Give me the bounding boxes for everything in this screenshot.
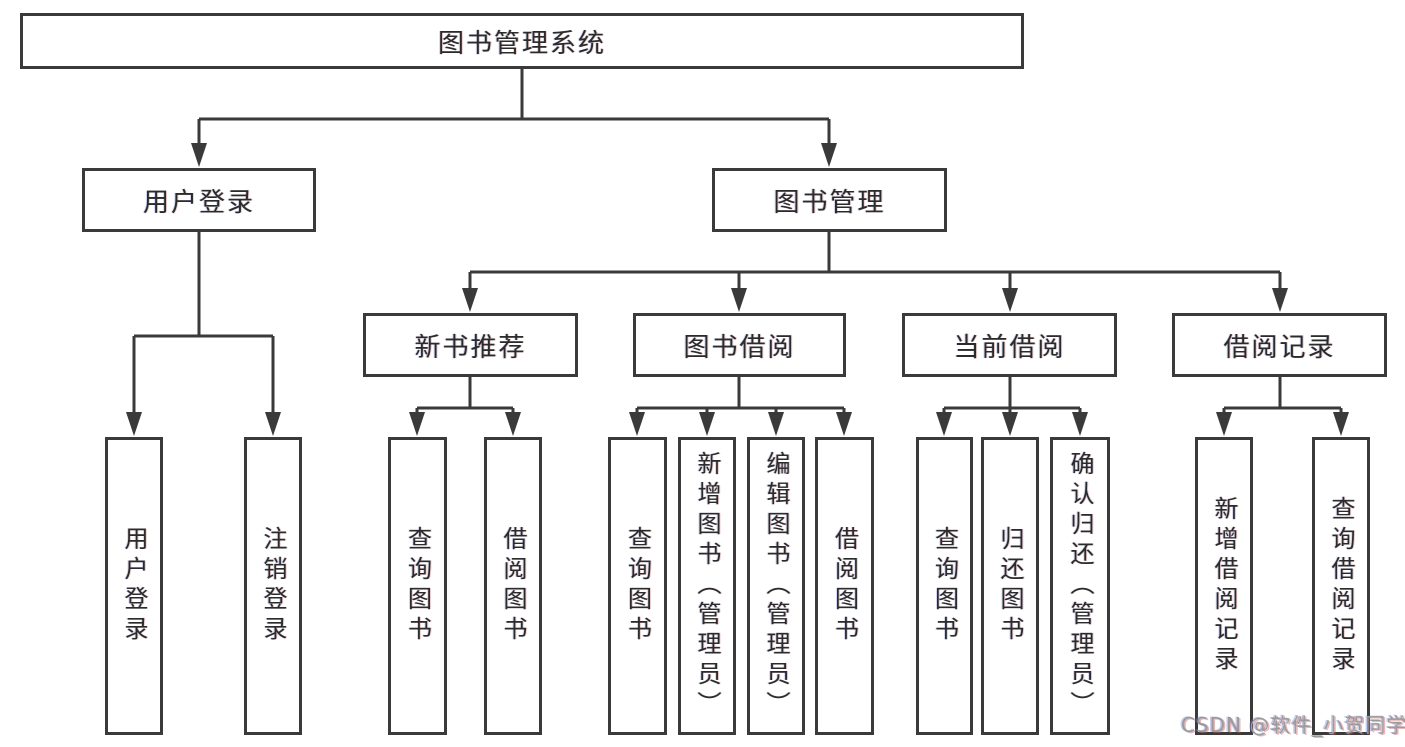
arrow-down-icon	[462, 288, 478, 312]
arrow-down-icon	[1333, 412, 1349, 436]
leaf-node-user-login: 用户登录	[105, 437, 163, 735]
leaf-node-query-books-current: 查询图书	[916, 437, 973, 735]
root-node-library-system: 图书管理系统	[20, 13, 1024, 69]
connector-new-book-group	[409, 377, 521, 436]
leaf-node-label: 用户登录	[120, 526, 148, 646]
leaf-node-add-borrow-record: 新增借阅记录	[1195, 437, 1253, 735]
leaf-node-label: 归还图书	[996, 526, 1024, 646]
arrow-down-icon	[821, 143, 837, 167]
connector-root-to-level2	[191, 69, 837, 167]
leaf-node-label: 借阅图书	[830, 526, 859, 646]
csdn-watermark: CSDN @软件_小贺同学	[1181, 713, 1405, 737]
connector-borrow-records-group	[1216, 377, 1349, 436]
module-node-book-borrow: 图书借阅	[633, 313, 846, 377]
leaf-node-edit-books-admin: 编辑图书（管理员）	[747, 437, 805, 735]
module-node-label: 图书借阅	[683, 332, 796, 363]
module-node-current-borrow: 当前借阅	[902, 313, 1117, 377]
leaf-node-label: 查询图书	[623, 526, 652, 646]
leaf-node-label: 查询图书	[403, 526, 432, 646]
module-node-label: 当前借阅	[953, 332, 1066, 363]
leaf-node-label: 注销登录	[259, 526, 287, 646]
arrow-down-icon	[731, 288, 747, 312]
leaf-node-label: 借阅图书	[499, 526, 527, 646]
leaf-node-label: 新增图书（管理员）	[693, 451, 721, 721]
arrow-down-icon	[768, 412, 784, 436]
leaf-node-label: 查询借阅记录	[1327, 496, 1355, 676]
leaf-node-query-borrow-record: 查询借阅记录	[1312, 437, 1370, 735]
leaf-node-query-books-recommend: 查询图书	[388, 437, 447, 735]
leaf-node-borrow-books-recommend: 借阅图书	[484, 437, 542, 735]
arrow-down-icon	[836, 412, 852, 436]
leaf-node-logout: 注销登录	[244, 437, 302, 735]
connector-book-borrow-group	[629, 377, 852, 436]
root-node-label: 图书管理系统	[437, 28, 606, 59]
connector-current-borrow-group	[936, 377, 1088, 436]
leaf-node-confirm-return-admin: 确认归还（管理员）	[1050, 437, 1110, 735]
module-node-label: 借阅记录	[1223, 332, 1336, 363]
module-node-label: 新书推荐	[414, 332, 527, 363]
leaf-node-label: 编辑图书（管理员）	[762, 451, 790, 721]
arrow-down-icon	[1002, 288, 1018, 312]
branch-node-user-login: 用户登录	[82, 168, 316, 232]
module-node-new-book-recommend: 新书推荐	[363, 313, 578, 377]
module-node-borrow-records: 借阅记录	[1172, 313, 1387, 377]
arrow-down-icon	[936, 412, 952, 436]
arrow-down-icon	[409, 412, 425, 436]
leaf-node-query-books-borrow: 查询图书	[608, 437, 667, 735]
leaf-node-return-books: 归还图书	[981, 437, 1039, 735]
arrow-down-icon	[265, 412, 281, 436]
branch-node-label: 图书管理	[773, 187, 886, 218]
arrow-down-icon	[699, 412, 715, 436]
branch-node-label: 用户登录	[142, 187, 255, 218]
arrow-down-icon	[1272, 288, 1288, 312]
connector-user-login-group	[126, 232, 281, 436]
leaf-node-label: 确认归还（管理员）	[1066, 451, 1094, 721]
arrow-down-icon	[1072, 412, 1088, 436]
arrow-down-icon	[1002, 412, 1018, 436]
arrow-down-icon	[191, 143, 207, 167]
arrow-down-icon	[505, 412, 521, 436]
arrow-down-icon	[629, 412, 645, 436]
leaf-node-add-books-admin: 新增图书（管理员）	[678, 437, 736, 735]
branch-node-book-management: 图书管理	[712, 168, 947, 232]
arrow-down-icon	[126, 412, 142, 436]
arrow-down-icon	[1216, 412, 1232, 436]
leaf-node-borrow-books: 借阅图书	[815, 437, 874, 735]
leaf-node-label: 新增借阅记录	[1210, 496, 1238, 676]
leaf-node-label: 查询图书	[930, 526, 959, 646]
connector-book-management-to-modules	[462, 232, 1288, 312]
